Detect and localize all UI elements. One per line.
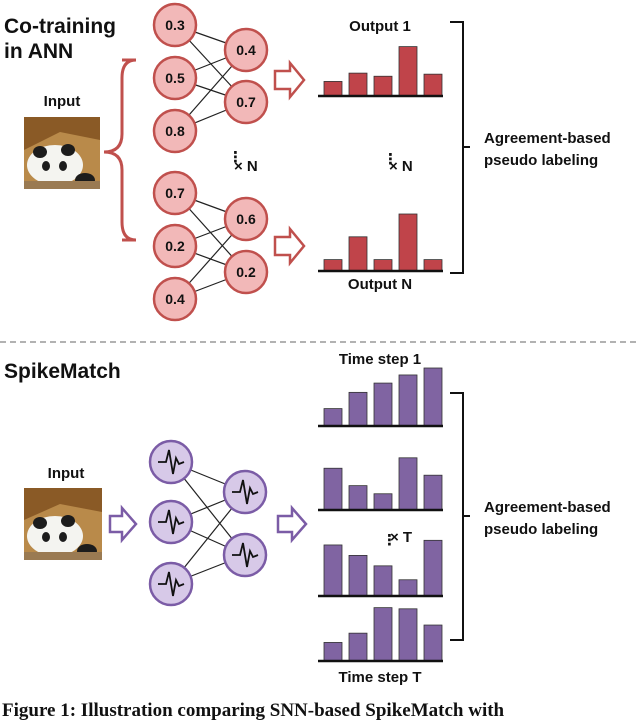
snn-timestep-3-bar xyxy=(398,579,418,597)
ann-repeat-out: × N xyxy=(389,158,413,175)
spike-waveform-icon xyxy=(158,449,185,475)
ann-repeat-net: × N xyxy=(234,158,258,175)
snn-timestep-4-bar xyxy=(398,608,418,662)
ann-net1-output-node xyxy=(223,27,269,73)
snn-agreement-line2: pseudo labeling xyxy=(484,521,598,538)
snn-timestepT-label: Time step T xyxy=(338,669,421,686)
ann-net2-input-value: 0.2 xyxy=(165,238,185,254)
ann-arrow-2 xyxy=(273,225,306,267)
snn-timestep-4-bar xyxy=(348,632,368,662)
ann-net1-input-value: 0.8 xyxy=(165,123,185,139)
snn-timestep-1-bar xyxy=(323,408,343,427)
ann-net1-input-node xyxy=(152,55,198,101)
snn-timestep-2-bar xyxy=(373,493,393,511)
snn-timestep-3-bar xyxy=(423,539,443,597)
snn-timestep-4-bar xyxy=(423,624,443,662)
ann-net1-output-node xyxy=(223,79,269,125)
ann-outputN-bar xyxy=(398,213,418,272)
ann-net2-input-value: 0.4 xyxy=(165,291,185,307)
ann-title-line2: in ANN xyxy=(4,40,73,63)
snn-title: SpikeMatch xyxy=(4,360,121,383)
ann-input-label: Input xyxy=(44,93,81,110)
ann-output-bracket xyxy=(450,21,470,274)
ann-outputN-bar xyxy=(323,259,343,272)
snn-timestep-bars xyxy=(318,367,443,663)
ann-net2-output-node xyxy=(223,196,269,242)
ann-network: 0.3 0.5 0.8 0.4 0.7 0.7 0.2 0.4 0.6 0.2 xyxy=(152,2,269,322)
ann-net2-output-value: 0.2 xyxy=(236,264,256,280)
ann-net2-output-value: 0.6 xyxy=(236,211,256,227)
ann-agreement-line1: Agreement-based xyxy=(484,130,611,147)
ann-net1-output-value: 0.7 xyxy=(236,94,256,110)
ann-net2-input-node xyxy=(152,223,198,269)
ann-output1-bars xyxy=(318,46,443,98)
ann-net1-output-value: 0.4 xyxy=(236,42,256,58)
ann-section: Co-training in ANN Input 0.3 0.5 0.8 0.4 0.7… xyxy=(4,2,611,322)
ann-outputN-label: Output N xyxy=(348,276,412,293)
snn-timestep-2-bar xyxy=(323,467,343,511)
snn-timestep-1-bar xyxy=(398,374,418,427)
ann-net1-input-value: 0.5 xyxy=(165,70,185,86)
ann-output1-bar xyxy=(323,81,343,97)
ann-output1-bar xyxy=(398,46,418,97)
snn-timestep-1-bar xyxy=(348,391,368,427)
ann-net2-input-node xyxy=(152,170,198,216)
spike-waveform-icon xyxy=(158,509,185,535)
spike-waveform-icon xyxy=(158,571,185,597)
ann-out-repeat-dots: ⋮ xyxy=(383,151,398,168)
snn-timestep1-label: Time step 1 xyxy=(339,351,421,368)
snn-arrow-1 xyxy=(108,504,138,544)
ann-arrow-1 xyxy=(273,59,306,101)
snn-timestep-3-bar xyxy=(348,555,368,597)
snn-timestep-2-bar xyxy=(348,485,368,511)
snn-section: SpikeMatch Input Time step 1 ⋮ × T Time … xyxy=(4,351,611,686)
spike-waveform-icon xyxy=(232,479,259,505)
snn-repeat-dots: ⋮ xyxy=(382,532,397,549)
ann-output1-bar xyxy=(423,73,443,97)
snn-output-bracket xyxy=(450,392,470,641)
ann-net1-input-node xyxy=(152,108,198,154)
ann-net1-input-value: 0.3 xyxy=(165,17,185,33)
snn-repeat: × T xyxy=(390,529,412,546)
snn-timestep-2-bar xyxy=(423,474,443,511)
snn-timestep-4-bar xyxy=(323,642,343,662)
ann-net2-input-value: 0.7 xyxy=(165,185,185,201)
figure-caption: Figure 1: Illustration comparing SNN-bas… xyxy=(2,700,505,720)
snn-timestep-4-bar xyxy=(373,607,393,662)
snn-timestep-1-bar xyxy=(423,367,443,427)
ann-outputN-bar xyxy=(373,259,393,272)
ann-net2-output-node xyxy=(223,249,269,295)
snn-timestep-3-bar xyxy=(373,565,393,597)
ann-output1-bar xyxy=(373,75,393,97)
ann-title-line1: Co-training xyxy=(4,15,116,38)
snn-timestep-1-bar xyxy=(373,382,393,427)
snn-input-label: Input xyxy=(48,465,85,482)
ann-net2-input-node xyxy=(152,276,198,322)
ann-outputN-bar xyxy=(348,236,368,272)
ann-net1-input-node xyxy=(152,2,198,48)
snn-network xyxy=(148,439,268,607)
spike-waveform-icon xyxy=(232,542,259,568)
ann-input-image xyxy=(24,117,100,189)
ann-outputN-bar xyxy=(423,259,443,272)
ann-input-brace xyxy=(103,58,137,242)
ann-output1-bar xyxy=(348,72,368,97)
ann-repeat-dots: ⋮ xyxy=(228,149,243,166)
snn-arrow-2 xyxy=(276,504,308,544)
snn-input-image xyxy=(24,488,102,560)
ann-agreement-line2: pseudo labeling xyxy=(484,152,598,169)
ann-outputN-bars xyxy=(318,213,443,273)
snn-agreement-line1: Agreement-based xyxy=(484,499,611,516)
snn-timestep-3-bar xyxy=(323,544,343,597)
ann-output1-label: Output 1 xyxy=(349,18,411,35)
snn-timestep-2-bar xyxy=(398,457,418,511)
